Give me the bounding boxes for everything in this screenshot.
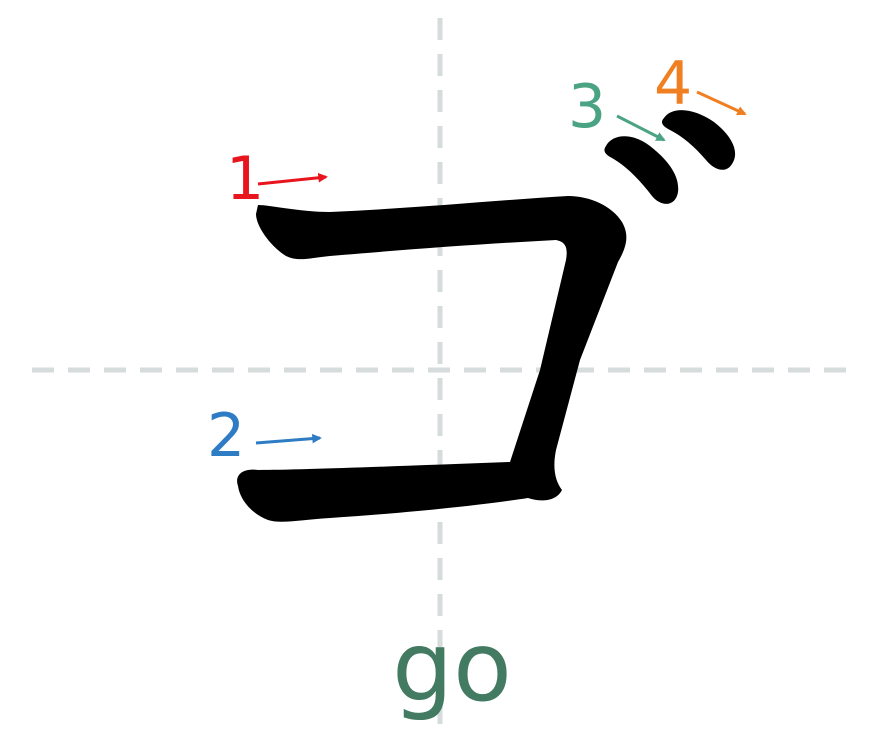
- stroke-number-2: 2: [207, 401, 245, 471]
- romaji-label: go: [392, 611, 512, 723]
- stroke-number-3: 3: [568, 72, 606, 142]
- stroke-number-1: 1: [226, 144, 264, 214]
- kana-glyph: [237, 110, 736, 522]
- glyph-stroke-1-2-body: [237, 196, 627, 522]
- stroke-4-direction-arrow: [696, 90, 747, 116]
- stroke-3-annotation: 3: [568, 72, 666, 142]
- glyph-stroke-3-dakuten: [604, 136, 679, 204]
- stroke-2-annotation: 2: [207, 401, 322, 471]
- stroke-4-annotation: 4: [654, 49, 747, 119]
- guide-grid: [32, 18, 850, 725]
- stroke-3-direction-arrow: [616, 114, 666, 142]
- stroke-number-4: 4: [654, 49, 692, 119]
- stroke-1-annotation: 1: [226, 144, 328, 214]
- stroke-2-direction-arrow: [255, 433, 322, 445]
- glyph-stroke-4-dakuten: [662, 110, 736, 170]
- stroke-1-direction-arrow: [257, 173, 328, 186]
